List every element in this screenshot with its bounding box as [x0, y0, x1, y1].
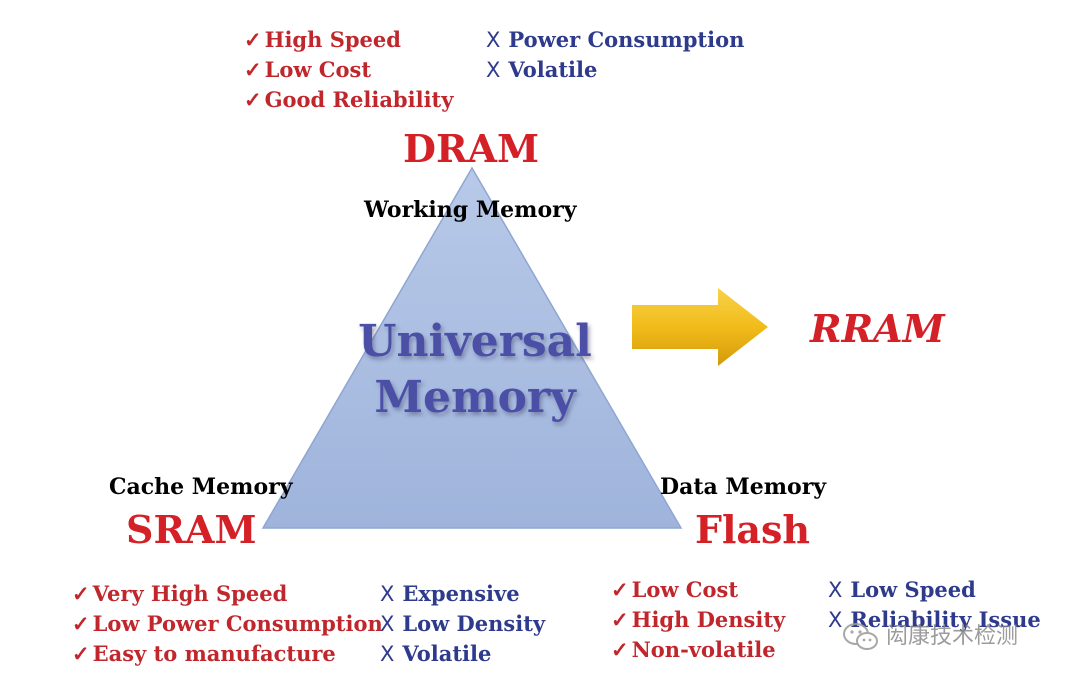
- check-icon: ✓: [611, 607, 629, 632]
- cross-icon: X: [828, 578, 843, 602]
- pro-label: High Speed: [264, 27, 401, 52]
- pro-label: High Density: [631, 607, 786, 632]
- pro-label: Easy to manufacture: [92, 641, 336, 666]
- check-icon: ✓: [611, 637, 629, 662]
- list-item: X Volatile: [486, 55, 744, 85]
- wechat-icon: [843, 623, 878, 650]
- list-item: X Expensive: [380, 579, 545, 609]
- list-item: ✓High Speed: [244, 25, 453, 55]
- list-item: ✓Good Reliability: [244, 85, 453, 115]
- con-label: Power Consumption: [508, 27, 745, 52]
- pro-label: Non-volatile: [631, 637, 776, 662]
- pro-label: Low Cost: [264, 57, 372, 82]
- sram-label: SRAM: [126, 507, 257, 552]
- list-item: ✓Low Power Consumption: [72, 609, 383, 639]
- dram-label: DRAM: [403, 126, 540, 171]
- list-item: X Reliability Issue: [828, 605, 1041, 635]
- universal-memory-triangle: [261, 166, 683, 529]
- flash-pros-list: ✓Low Cost ✓High Density ✓Non-volatile: [611, 575, 785, 665]
- con-label: Low Density: [402, 611, 546, 636]
- working-memory-label: Working Memory: [364, 197, 577, 223]
- universal-label: Universal: [358, 316, 592, 367]
- check-icon: ✓: [244, 27, 262, 52]
- sram-cons-list: X Expensive X Low Density X Volatile: [380, 579, 545, 669]
- list-item: ✓Very High Speed: [72, 579, 383, 609]
- check-icon: ✓: [72, 611, 90, 636]
- list-item: ✓Low Cost: [244, 55, 453, 85]
- pro-label: Low Cost: [631, 577, 739, 602]
- cross-icon: X: [828, 608, 843, 632]
- cache-memory-label: Cache Memory: [109, 474, 293, 500]
- flash-label: Flash: [695, 507, 811, 552]
- cross-icon: X: [380, 582, 395, 606]
- check-icon: ✓: [244, 57, 262, 82]
- dram-pros-list: ✓High Speed ✓Low Cost ✓Good Reliability: [244, 25, 453, 115]
- list-item: X Volatile: [380, 639, 545, 669]
- memory-label: Memory: [374, 372, 576, 423]
- check-icon: ✓: [611, 577, 629, 602]
- pro-label: Low Power Consumption: [92, 611, 383, 636]
- pro-label: Very High Speed: [92, 581, 288, 606]
- con-label: Reliability Issue: [850, 607, 1041, 632]
- list-item: X Power Consumption: [486, 25, 744, 55]
- sram-pros-list: ✓Very High Speed ✓Low Power Consumption …: [72, 579, 383, 669]
- right-arrow-icon: [632, 288, 768, 366]
- cross-icon: X: [486, 58, 501, 82]
- check-icon: ✓: [244, 87, 262, 112]
- list-item: X Low Speed: [828, 575, 1041, 605]
- dram-cons-list: X Power Consumption X Volatile: [486, 25, 744, 85]
- cross-icon: X: [486, 28, 501, 52]
- pro-label: Good Reliability: [264, 87, 454, 112]
- watermark: 闳康技术检测: [842, 622, 1018, 652]
- con-label: Low Speed: [850, 577, 976, 602]
- con-label: Volatile: [402, 641, 492, 666]
- list-item: ✓Easy to manufacture: [72, 639, 383, 669]
- con-label: Volatile: [508, 57, 598, 82]
- list-item: ✓Non-volatile: [611, 635, 785, 665]
- cross-icon: X: [380, 612, 395, 636]
- check-icon: ✓: [72, 641, 90, 666]
- watermark-text: 闳康技术检测: [886, 624, 1019, 649]
- flash-cons-list: X Low Speed X Reliability Issue: [828, 575, 1041, 635]
- cross-icon: X: [380, 642, 395, 666]
- list-item: X Low Density: [380, 609, 545, 639]
- list-item: ✓High Density: [611, 605, 785, 635]
- check-icon: ✓: [72, 581, 90, 606]
- data-memory-label: Data Memory: [660, 474, 827, 500]
- rram-label: RRAM: [810, 306, 945, 351]
- con-label: Expensive: [402, 581, 520, 606]
- list-item: ✓Low Cost: [611, 575, 785, 605]
